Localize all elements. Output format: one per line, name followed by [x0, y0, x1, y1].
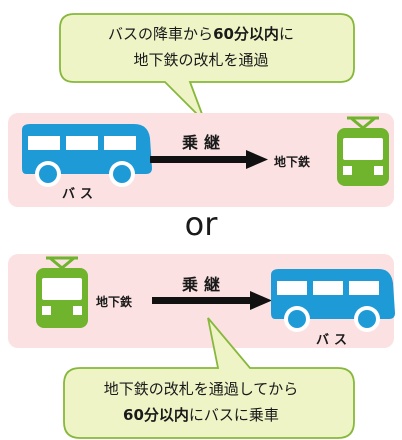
top-callout-line1-bold: 60分以内: [213, 25, 279, 43]
row1-from-label: バス: [62, 187, 99, 202]
row1-to-label: 地下鉄: [274, 155, 311, 169]
top-callout-text: バスの降車から60分以内に 地下鉄の改札を通過: [0, 21, 402, 73]
subway-icon: [36, 256, 88, 328]
row2-arrow-label: 乗継: [182, 275, 227, 294]
top-callout-line2: 地下鉄の改札を通過: [133, 51, 269, 69]
bottom-callout-bubble: [63, 317, 355, 439]
row1-arrow: [150, 150, 268, 169]
subway-icon: [337, 116, 389, 186]
bottom-callout-line2-bold: 60分以内: [123, 406, 189, 424]
bottom-callout-line2-post: にバスに乗車: [188, 406, 279, 424]
row2-arrow: [152, 291, 272, 310]
bottom-callout-text: 地下鉄の改札を通過してから 60分以内にバスに乗車: [0, 376, 402, 428]
bus-icon: [22, 124, 152, 187]
row2-to-label: バス: [316, 333, 353, 348]
bottom-callout-line1: 地下鉄の改札を通過してから: [103, 380, 299, 398]
bus-icon: [271, 269, 395, 332]
row1-arrow-label: 乗継: [182, 133, 227, 152]
top-callout-bubble: [59, 13, 355, 123]
or-separator: or: [184, 205, 218, 243]
top-callout-line1-pre: バスの降車から: [108, 25, 214, 43]
top-callout-line1-post: に: [278, 25, 294, 43]
row2-from-label: 地下鉄: [96, 295, 133, 309]
